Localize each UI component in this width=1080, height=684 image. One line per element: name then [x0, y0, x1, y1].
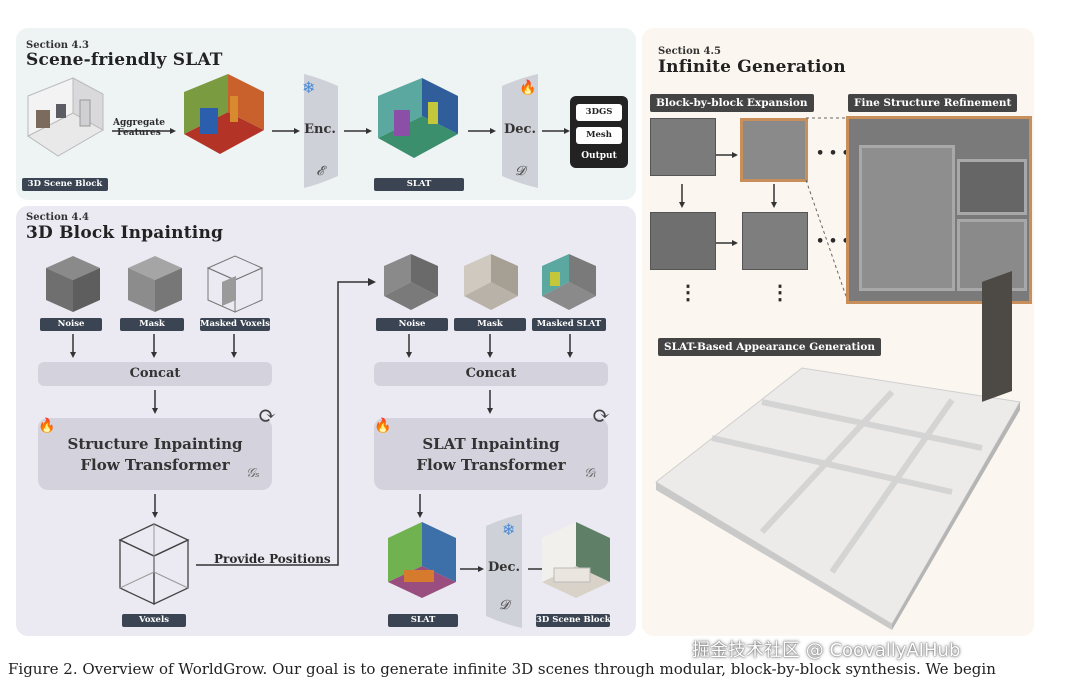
scene-block-image: [27, 77, 105, 157]
expansion-arrow-1: [716, 152, 738, 158]
encoder-symbol: 𝓔: [316, 164, 324, 179]
concat-right: Concat: [374, 362, 608, 386]
arrow-to-slat-result: [417, 494, 423, 518]
noise-tag: Noise: [40, 318, 102, 331]
decoder2-frozen-icon: ❄: [502, 520, 516, 539]
scene-block-result-image: [542, 522, 610, 598]
section-4-5-title: Infinite Generation: [658, 57, 846, 77]
section-4-5-label: Section 4.5: [658, 46, 721, 57]
structure-loop-icon: ⟳: [258, 404, 277, 429]
mask-tag-right: Mask: [454, 318, 526, 331]
scene-block-tag: 3D Scene Block: [22, 178, 108, 191]
section-4-4-title: 3D Block Inpainting: [26, 223, 224, 243]
structure-fire-icon: 🔥: [38, 418, 56, 434]
slat-flow-transformer: SLAT Inpainting Flow Transformer: [374, 418, 608, 490]
arrows-to-concat-right: [406, 334, 573, 358]
arrow-to-output: [542, 128, 570, 134]
decoder2-label: Dec.: [488, 560, 520, 575]
appearance-scene-image: [655, 270, 1021, 630]
expansion-tag: Block-by-block Expansion: [650, 94, 814, 112]
dots-horizontal-1: • • •: [816, 146, 850, 161]
structure-flow-transformer: Structure Inpainting Flow Transformer: [38, 418, 272, 490]
expansion-arrow-2: [716, 240, 738, 246]
decoder2-shape: [486, 514, 522, 628]
refinement-room-b: [957, 159, 1027, 215]
structure-line2: Flow Transformer: [80, 456, 230, 474]
expansion-arrow-3: [679, 184, 685, 208]
voxels-tag: Voxels: [122, 614, 186, 627]
arrow-to-dec: [468, 128, 496, 134]
noise-cube: [46, 256, 100, 312]
mask-room-image: [464, 254, 518, 310]
dots-vertical-2: ⋮: [770, 280, 790, 304]
expansion-block-1: [650, 118, 716, 176]
dots-horizontal-2: • • •: [816, 234, 850, 249]
expansion-block-3: [650, 212, 716, 270]
output-mesh: Mesh: [576, 127, 622, 144]
arrow-to-voxels: [152, 494, 158, 518]
provide-positions-label: Provide Positions: [214, 552, 331, 566]
slat-flow-loop-icon: ⟳: [592, 404, 611, 429]
arrow-to-slat: [344, 128, 372, 134]
figure-caption: Figure 2. Overview of WorldGrow. Our goa…: [8, 660, 996, 678]
output-label: Output: [581, 151, 617, 161]
masked-slat-image: [542, 254, 596, 310]
features-text: Features: [117, 128, 161, 138]
decoder-shape: [502, 74, 538, 188]
zoom-dashed-lines: [805, 117, 849, 303]
decoder2-symbol: 𝓓: [499, 598, 509, 613]
slat-tag: SLAT: [374, 178, 464, 191]
slat-image: [378, 78, 458, 158]
arrow-aggregate: [112, 128, 176, 134]
expansion-arrow-4: [771, 184, 777, 208]
masked-voxels-tag: Masked Voxels: [200, 318, 270, 331]
aggregate-features-label: Aggregate Features: [112, 118, 166, 138]
appearance-tag: SLAT-Based Appearance Generation: [658, 338, 882, 356]
slat-flow-line2: Flow Transformer: [416, 456, 566, 474]
mask-cube: [128, 256, 182, 312]
watermark: 掘金技术社区 @ CoovallyAIHub: [692, 640, 961, 661]
arrow-to-dec2: [460, 566, 484, 572]
arrow-to-slat-flow: [487, 390, 493, 414]
decoder-symbol: 𝓓: [515, 164, 525, 179]
refinement-tag: Fine Structure Refinement: [848, 94, 1018, 112]
expansion-block-2: [740, 118, 808, 182]
arrows-to-concat-left: [70, 334, 237, 358]
arrow-to-enc: [272, 128, 300, 134]
g-s-symbol: 𝒢ₛ: [246, 466, 260, 481]
masked-slat-tag: Masked SLAT: [532, 318, 606, 331]
section-4-3-title: Scene-friendly SLAT: [26, 50, 223, 70]
expansion-block-4: [742, 212, 808, 270]
scene-block-result-tag: 3D Scene Block: [536, 614, 611, 627]
frozen-icon: ❄: [302, 78, 316, 97]
masked-voxels-cube: [206, 255, 264, 313]
slat-flow-line1: SLAT Inpainting: [422, 435, 560, 453]
g-l-symbol: 𝒢ₗ: [584, 466, 597, 481]
refinement-zoom-image: [846, 116, 1032, 304]
feature-scene-image: [184, 74, 264, 154]
aggregate-text: Aggregate: [112, 118, 166, 128]
trainable-fire-icon: 🔥: [519, 80, 537, 96]
slat-result-tag: SLAT: [388, 614, 458, 627]
noise-room-image: [384, 254, 438, 310]
dots-vertical-1: ⋮: [678, 280, 698, 304]
voxels-cube: [118, 523, 190, 606]
section-4-3-label: Section 4.3: [26, 40, 89, 51]
decoder-label: Dec.: [504, 122, 536, 137]
noise-tag-right: Noise: [376, 318, 448, 331]
refinement-room-a: [859, 145, 955, 291]
structure-line1: Structure Inpainting: [67, 435, 243, 453]
provide-positions-arrow: [196, 278, 376, 566]
arrow-to-structure: [152, 390, 158, 414]
output-box: 3DGS Mesh Output: [570, 96, 628, 168]
encoder-label: Enc.: [304, 122, 336, 137]
output-3dgs: 3DGS: [576, 104, 622, 121]
slat-flow-fire-icon: 🔥: [374, 418, 392, 434]
mask-tag: Mask: [120, 318, 184, 331]
concat-left: Concat: [38, 362, 272, 386]
section-4-4-label: Section 4.4: [26, 212, 89, 223]
slat-result-image: [388, 522, 456, 598]
encoder-shape: [304, 74, 338, 188]
